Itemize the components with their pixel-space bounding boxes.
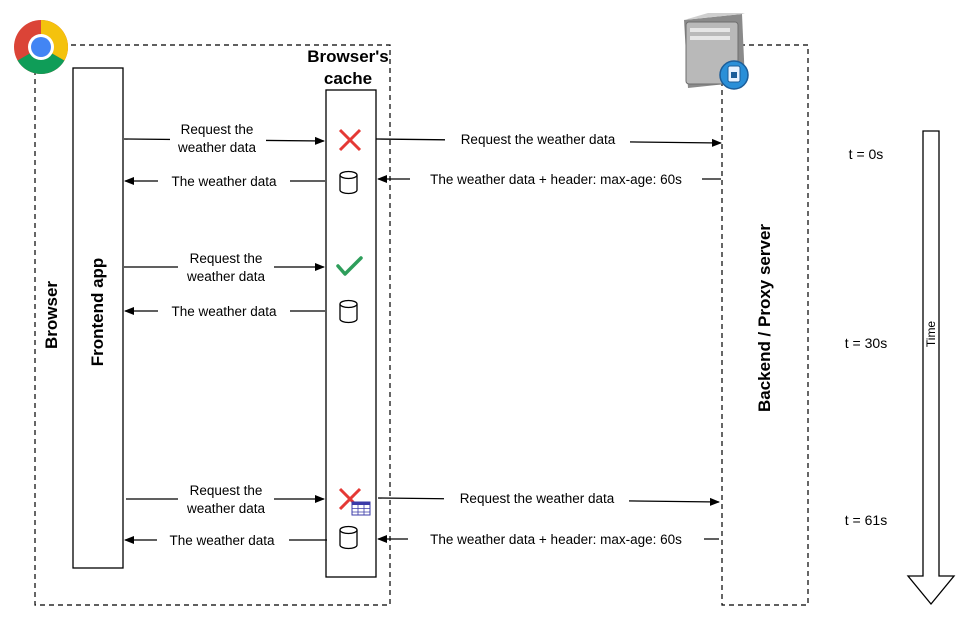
frontend-app-box [72, 67, 124, 569]
frontend-app-label: Frontend app [88, 258, 107, 367]
time-mark-30s: t = 30s [845, 335, 887, 351]
time-axis-label: Time [924, 321, 938, 348]
msg-request-3-line2: weather data [186, 501, 266, 516]
cache-store-icon [339, 299, 358, 324]
msg-request-1-line1: Request the [181, 122, 254, 137]
server-icon [684, 13, 749, 90]
cache-store-icon [339, 170, 358, 195]
cache-store-icon [339, 525, 358, 550]
msg-request-server-3: Request the weather data [460, 491, 615, 506]
cache-expired-icon [338, 487, 371, 516]
time-arrow [906, 130, 956, 606]
msg-response-2: The weather data [171, 304, 277, 319]
msg-response-server-1: The weather data + header: max-age: 60s [430, 172, 682, 187]
cache-miss-icon [338, 128, 362, 152]
msg-request-2-line1: Request the [190, 251, 263, 266]
msg-request-server-1: Request the weather data [461, 132, 616, 147]
browser-boundary [34, 44, 391, 606]
msg-request-1-line2: weather data [177, 140, 257, 155]
time-mark-0s: t = 0s [849, 146, 884, 162]
msg-response-3: The weather data [169, 533, 275, 548]
browser-label: Browser [42, 281, 61, 349]
chrome-logo-icon [14, 19, 69, 75]
msg-request-3-line1: Request the [190, 483, 263, 498]
cache-title-line1: Browser's [307, 47, 389, 66]
cache-title-line2: cache [324, 69, 372, 88]
server-label: Backend / Proxy server [755, 224, 774, 412]
time-mark-61s: t = 61s [845, 512, 887, 528]
msg-request-2-line2: weather data [186, 269, 266, 284]
server-boundary [721, 44, 809, 606]
msg-response-server-3: The weather data + header: max-age: 60s [430, 532, 682, 547]
cache-hit-icon [336, 256, 363, 276]
msg-response-1: The weather data [171, 174, 277, 189]
